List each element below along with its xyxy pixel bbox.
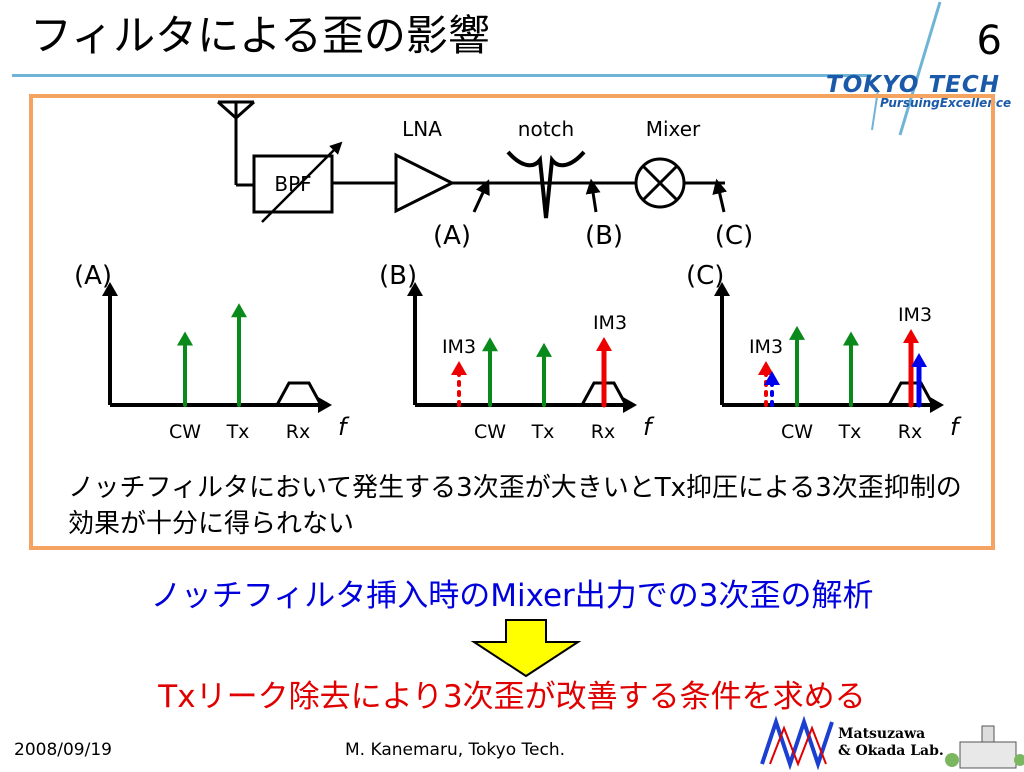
spectrum-3-mark-4-blue-head xyxy=(911,353,927,367)
slide-title: フィルタによる歪の影響 xyxy=(30,11,490,60)
notch-label: notch xyxy=(518,117,574,141)
probe-arrow-a xyxy=(472,179,490,213)
spectrum-2-x-axis-head xyxy=(623,397,637,413)
lab-name: Matsuzawa & Okada Lab. xyxy=(838,726,944,760)
spectrum-2-mark-2-head xyxy=(536,342,552,357)
lab-name-line1: Matsuzawa xyxy=(838,726,926,742)
mixer-icon: Mixer xyxy=(634,117,701,209)
spectrum-2-mark-0-label: IM3 xyxy=(442,336,476,358)
spectrum-3-tick-label: Tx xyxy=(838,421,862,443)
tokyo-tech-logo: TOKYO TECH xyxy=(826,72,1000,98)
footer-date: 2008/09/19 xyxy=(14,740,112,760)
spectrum-3-mark-1-head xyxy=(789,325,805,340)
spectrum-1-y-axis-head xyxy=(102,282,118,296)
probe-arrow-c xyxy=(712,178,727,213)
spectrum-1-mark-0-head xyxy=(177,331,193,346)
probe-label-a: (A) xyxy=(433,221,471,251)
page-number: 6 xyxy=(976,18,1002,64)
spectrum-3-mark-4-label: IM3 xyxy=(898,304,932,326)
spectrum-1-tick-label: Tx xyxy=(226,421,250,443)
conclusion-heading: Txリーク除去により3次歪が改善する条件を求める xyxy=(158,679,866,715)
bpf-label: BPF xyxy=(274,172,311,196)
probe-arrow-b xyxy=(585,178,601,213)
spectrum-2-y-axis-head xyxy=(407,282,423,296)
description-text: ノッチフィルタにおいて発生する3次歪が大きいとTx抑圧による3次歪抑制の効果が十… xyxy=(68,473,962,539)
spectrum-2-mark-0-head xyxy=(451,361,467,375)
spectrum-1-axis-label: f xyxy=(338,413,350,441)
spectrum-1-tick-label: CW xyxy=(169,421,201,443)
spectrum-2-tick-label: Tx xyxy=(531,421,555,443)
spectrum-1-x-axis-head xyxy=(318,397,332,413)
probe-label-b: (B) xyxy=(585,221,623,251)
lab-logo-icon xyxy=(760,715,1024,771)
content-box xyxy=(29,94,995,550)
spectrum-2-mark-4-label: IM3 xyxy=(593,312,627,334)
bpf-block: BPF xyxy=(252,141,343,223)
spectrum-1-mark-2 xyxy=(275,381,323,406)
tokyo-tech-tagline: PursuingExcellence xyxy=(880,96,1012,110)
analysis-heading: ノッチフィルタ挿入時のMixer出力での3次歪の解析 xyxy=(150,578,874,614)
lab-name-line2: & Okada Lab. xyxy=(838,743,944,759)
spectrum-3-tick-label: Rx xyxy=(898,421,922,443)
spectrum-3-x-axis-head xyxy=(930,397,944,413)
down-arrow-icon xyxy=(470,619,582,678)
spectrum-3-tick-label: CW xyxy=(781,421,813,443)
spectrum-3-mark-4-head xyxy=(903,329,919,343)
spectrum-2-tick-label: Rx xyxy=(591,421,615,443)
lna-amplifier-icon: LNA xyxy=(394,117,456,214)
spectrum-3-mark-2-head xyxy=(843,331,859,346)
spectrum-3-panel-label: (C) xyxy=(686,261,724,291)
spectrum-2-panel-label: (B) xyxy=(379,261,417,291)
spectrum-2-axis-label: f xyxy=(643,413,655,441)
notch-filter-icon: notch xyxy=(506,117,586,219)
footer-author: M. Kanemaru, Tokyo Tech. xyxy=(345,740,566,760)
spectrum-3-mark-0-label: IM3 xyxy=(749,336,783,358)
spectrum-3-y-axis-head xyxy=(714,282,730,296)
antenna-icon xyxy=(217,100,255,187)
spectrum-3-axis-label: f xyxy=(950,413,962,441)
spectrum-1-mark-1-head xyxy=(231,303,247,318)
spectrum-3-mark-0-blue-head xyxy=(764,371,780,385)
spectrum-3-mark-0-head xyxy=(758,361,774,375)
lna-label: LNA xyxy=(402,117,442,141)
mixer-label: Mixer xyxy=(646,117,701,141)
spectrum-1-tick-label: Rx xyxy=(286,421,310,443)
spectrum-2-mark-1-head xyxy=(482,337,498,352)
title-rule xyxy=(12,74,872,77)
spectrum-1-panel-label: (A) xyxy=(74,261,112,291)
probe-label-c: (C) xyxy=(715,221,753,251)
spectrum-2-mark-4-head xyxy=(596,337,612,351)
spectrum-2-tick-label: CW xyxy=(474,421,506,443)
circuit-and-spectra-diagram: BPF LNA notch Mixer (A) (B) (C) (A) f CW Tx… xyxy=(74,100,962,443)
